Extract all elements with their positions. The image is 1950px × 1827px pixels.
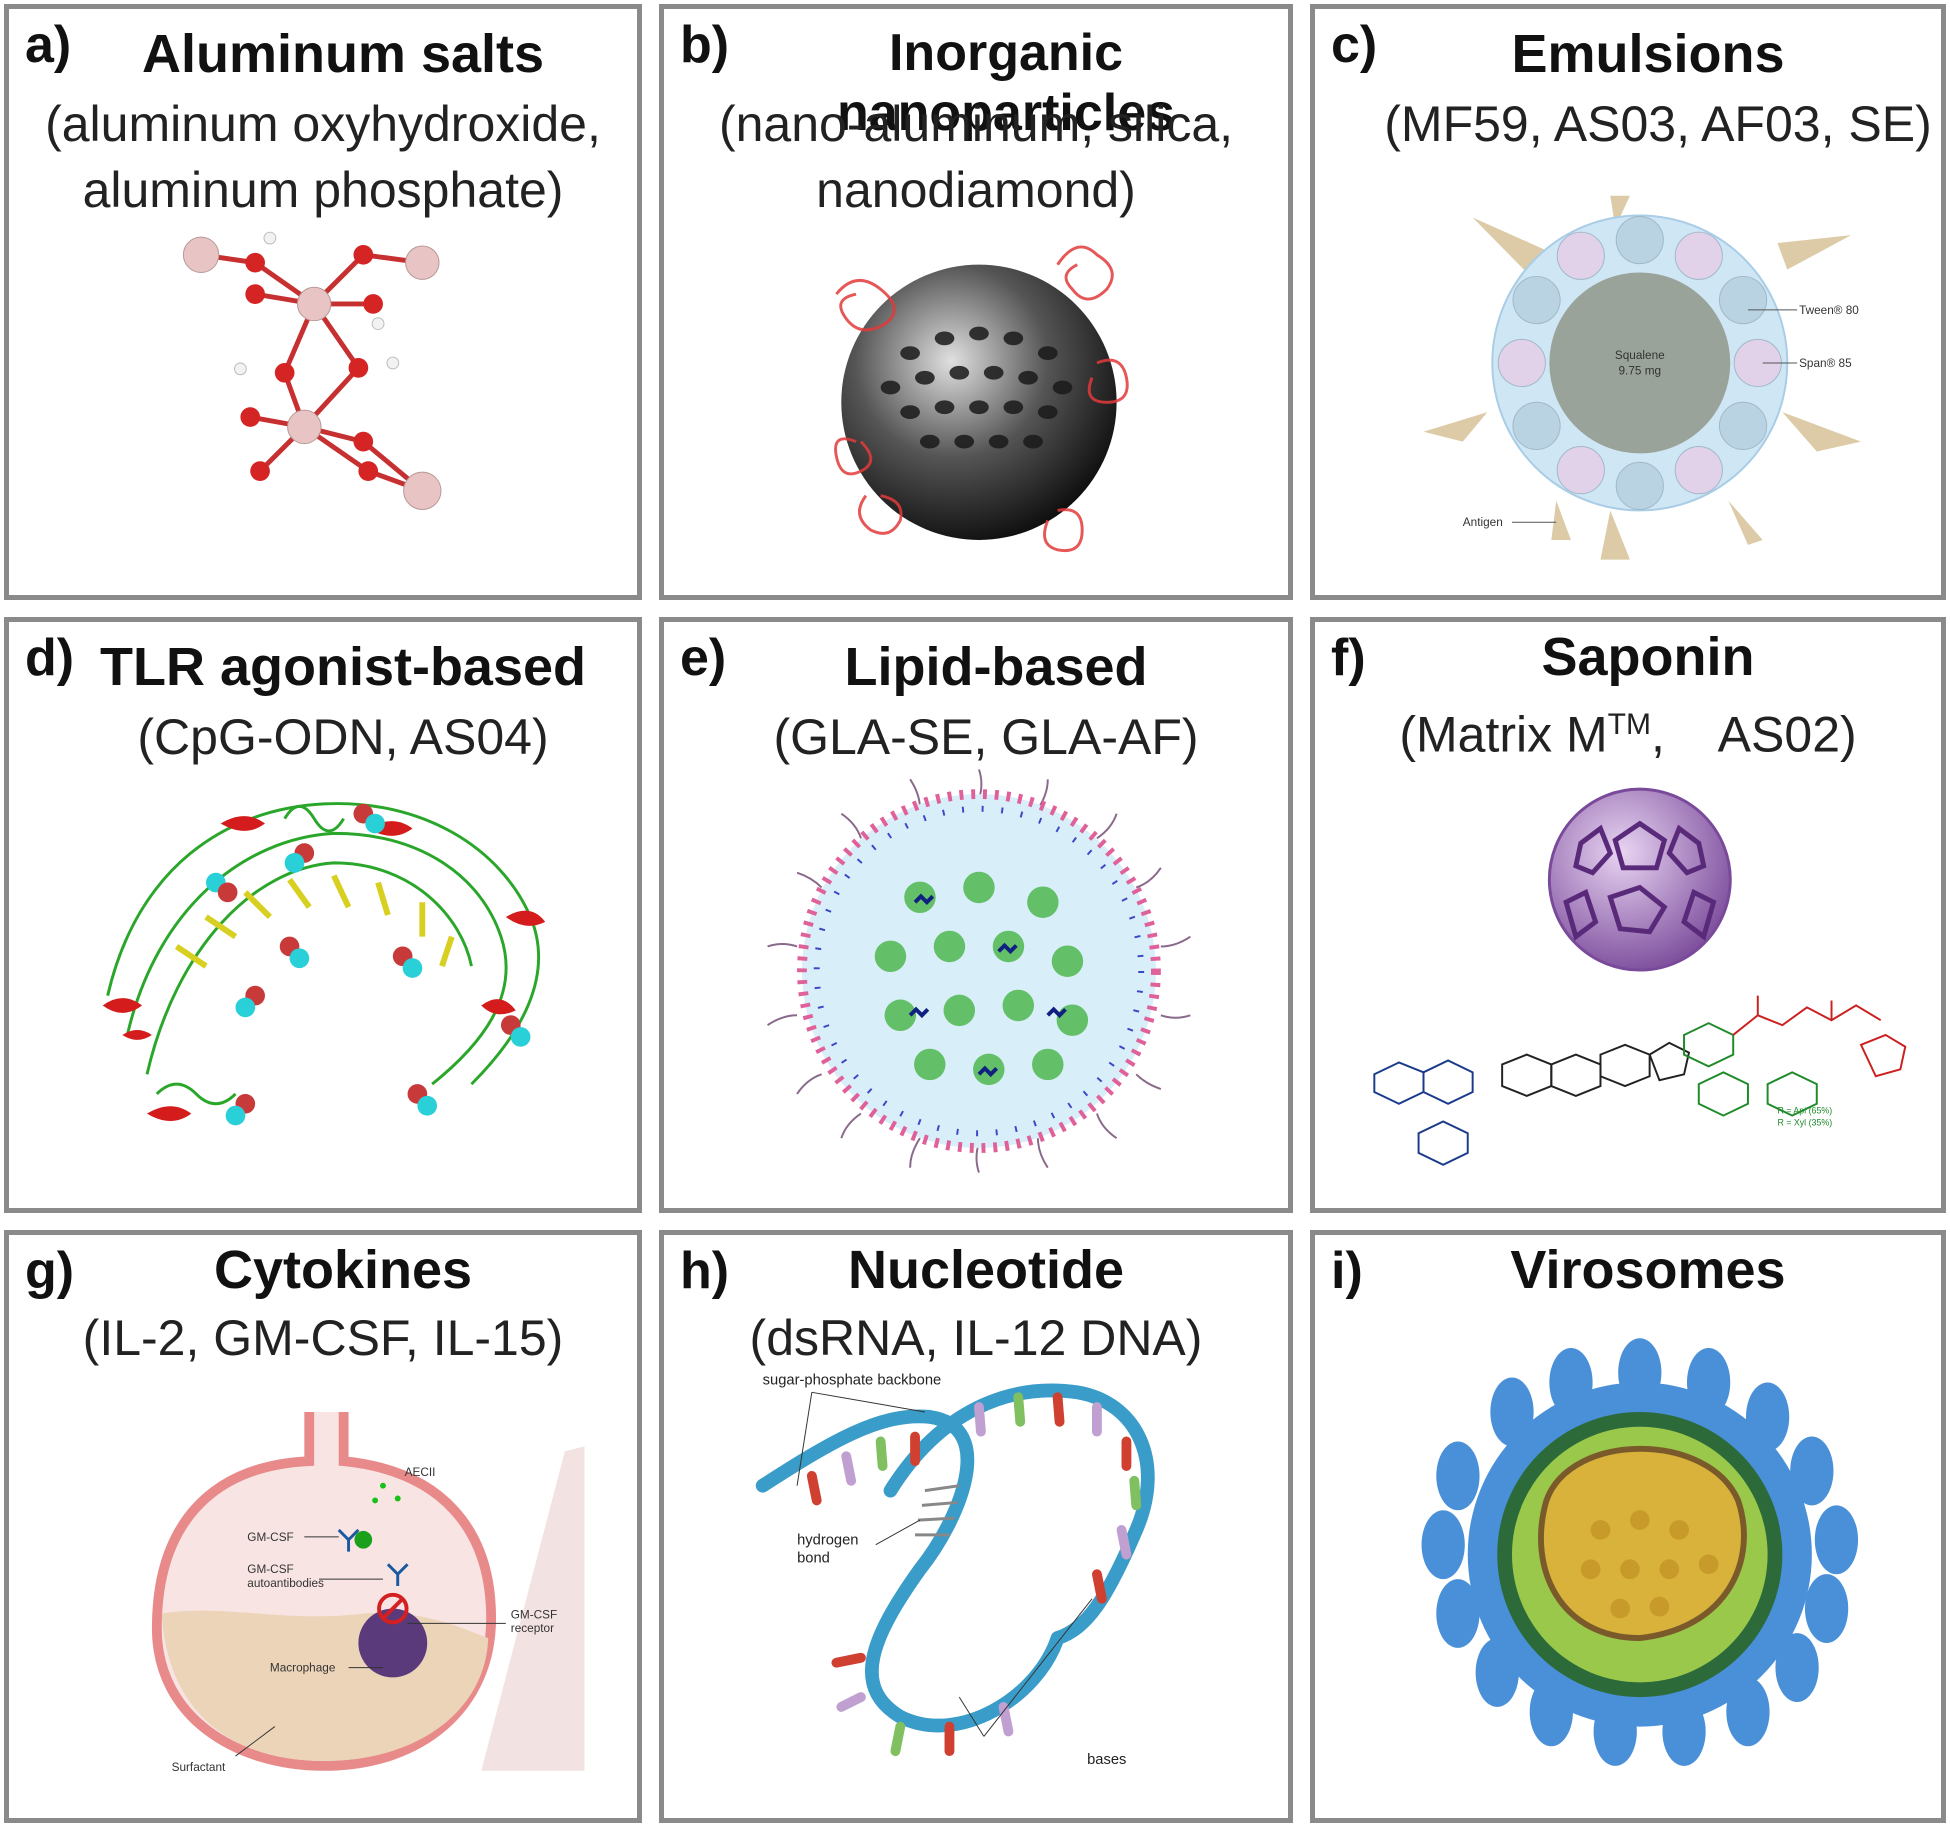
panel-letter: e) xyxy=(680,629,727,687)
aecii-label: AECII xyxy=(405,1466,436,1479)
panel-b: b) Inorganic nanoparticles (nano-aluminu… xyxy=(659,4,1293,600)
saponin-illustration: R = Api (65%) R = Xyl (35%) xyxy=(1373,787,1907,1166)
panel-h: h) Nucleotide (dsRNA, IL-12 DNA) sugar-p… xyxy=(659,1230,1293,1823)
panel-title: Virosomes xyxy=(1510,1240,1786,1300)
panel-letter: g) xyxy=(25,1242,75,1300)
virosome-illustration xyxy=(1421,1338,1859,1766)
nucleic-acid-illustration: sugar-phosphate backbone hydrogen bond b… xyxy=(755,1372,1155,1768)
panel-title: Cytokines xyxy=(213,1240,473,1300)
panel-subtitle-2: nanodiamond) xyxy=(816,162,1136,218)
autoantibody-label-2: autoantibodies xyxy=(247,1577,324,1590)
subtitle-superscript: TM xyxy=(1607,708,1651,741)
bases-label: bases xyxy=(1087,1752,1126,1768)
panel-title: TLR agonist-based xyxy=(99,637,587,697)
panel-f: f) Saponin (Matrix MTM, AS02) xyxy=(1310,617,1946,1213)
panel-subtitle: (Matrix MTM, AS02) xyxy=(1315,692,1941,768)
receptor-label: GM-CSF xyxy=(511,1608,557,1621)
squalene-label: Squalene xyxy=(1615,349,1665,362)
lipid-particle-illustration xyxy=(767,769,1191,1173)
panel-subtitle: (aluminum oxyhydroxide, xyxy=(45,96,601,152)
panel-letter: c) xyxy=(1331,16,1378,74)
squalene-dose-label: 9.75 mg xyxy=(1619,365,1662,378)
panel-letter: f) xyxy=(1331,629,1366,687)
panel-title: Saponin xyxy=(1541,627,1755,687)
hydrogen-bond-label-2: bond xyxy=(797,1550,830,1566)
panel-subtitle: (CpG-ODN, AS04) xyxy=(137,709,549,765)
macrophage-label: Macrophage xyxy=(270,1662,336,1675)
span-label: Span® 85 xyxy=(1799,357,1852,370)
panel-letter: i) xyxy=(1331,1242,1363,1300)
receptor-label-2: receptor xyxy=(511,1622,554,1635)
panel-a: a) Aluminum salts (aluminum oxyhydroxide… xyxy=(4,4,642,600)
panel-subtitle: (dsRNA, IL-12 DNA) xyxy=(749,1310,1203,1366)
r-api-label: R = Api (65%) xyxy=(1777,1106,1832,1116)
surfactant-label: Surfactant xyxy=(172,1761,226,1774)
panel-letter: h) xyxy=(680,1242,730,1300)
panel-subtitle: (MF59, AS03, AF03, SE) xyxy=(1384,96,1932,152)
aluminum-structure-illustration xyxy=(182,231,442,510)
panel-title: Aluminum salts xyxy=(141,24,545,84)
nanoparticle-illustration xyxy=(834,245,1129,553)
panel-c: c) Emulsions (MF59, AS03, AF03, SE) Squa… xyxy=(1310,4,1946,600)
autoantibody-label: GM-CSF xyxy=(247,1563,293,1576)
panel-subtitle: (IL-2, GM-CSF, IL-15) xyxy=(82,1310,564,1366)
backbone-label: sugar-phosphate backbone xyxy=(763,1372,942,1388)
panel-subtitle: (nano-aluminum, silica, xyxy=(718,96,1234,152)
antigen-label: Antigen xyxy=(1463,516,1503,529)
panel-letter: a) xyxy=(25,16,72,74)
alveolus-illustration: AECII GM-CSF GM-CSF autoantibodies GM-CS… xyxy=(151,1411,585,1774)
panel-title: Lipid-based xyxy=(844,637,1148,697)
panel-d: d) TLR agonist-based (CpG-ODN, AS04) xyxy=(4,617,642,1213)
tween-label: Tween® 80 xyxy=(1799,304,1859,317)
r-xyl-label: R = Xyl (35%) xyxy=(1777,1117,1832,1127)
panel-letter: b) xyxy=(680,16,730,74)
panel-subtitle-2: aluminum phosphate) xyxy=(82,162,564,218)
panel-i: i) Virosomes xyxy=(1310,1230,1946,1823)
hydrogen-bond-label: hydrogen xyxy=(797,1533,858,1549)
gmcsf-label: GM-CSF xyxy=(247,1531,293,1544)
panel-letter: d) xyxy=(25,629,75,687)
panel-title: Nucleotide xyxy=(847,1240,1125,1300)
panel-title: Inorganic nanoparticles xyxy=(836,24,1176,142)
subtitle-end: , AS02) xyxy=(1650,706,1857,763)
tlr-protein-illustration xyxy=(102,802,546,1126)
panel-title: Emulsions xyxy=(1511,24,1785,84)
panel-g: g) Cytokines (IL-2, GM-CSF, IL-15) AECII… xyxy=(4,1230,642,1823)
emulsion-droplet-illustration: Squalene 9.75 mg Tween® 80 Span® 85 Anti… xyxy=(1423,195,1862,560)
panel-e: e) Lipid-based (GLA-SE, GLA-AF) xyxy=(659,617,1293,1213)
subtitle-main: (Matrix M xyxy=(1399,706,1608,763)
panel-subtitle: (GLA-SE, GLA-AF) xyxy=(773,709,1199,765)
